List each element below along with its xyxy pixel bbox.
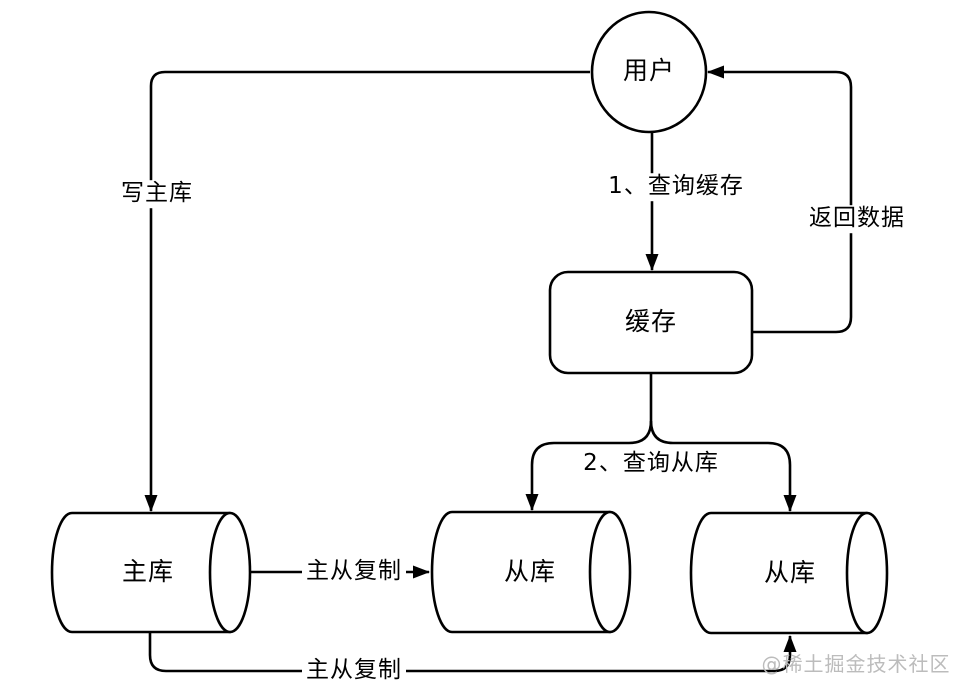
master-db-label: 主库: [121, 557, 175, 586]
master-db-cylinder: [50, 511, 232, 634]
write-master-edge-label: 写主库: [117, 180, 197, 208]
slave1-db-label: 从库: [503, 557, 557, 586]
edge-query-slave-right: [649, 420, 797, 512]
edge-replication-bottom: [148, 632, 797, 673]
slave2-db-label: 从库: [763, 558, 817, 587]
slave1-db-cylinder-cap: [588, 510, 632, 634]
replication-bottom-edge-label: 主从复制: [302, 657, 406, 685]
user-node-label: 用户: [622, 56, 676, 85]
user-circle: [590, 10, 708, 134]
watermark-text: @稀土掘金技术社区: [761, 652, 951, 676]
slave1-db-cylinder: [430, 510, 612, 634]
edge-return-data: [707, 65, 853, 334]
cache-node-label: 缓存: [624, 307, 678, 336]
master-db-cylinder-cap: [208, 511, 252, 634]
slave2-db-cylinder: [689, 511, 869, 635]
cache-box: [548, 270, 754, 375]
return-data-edge-label: 返回数据: [805, 205, 909, 233]
edge-query-slave-left: [525, 373, 653, 511]
query-slaves-edge-label: 2、查询从库: [579, 450, 723, 478]
slave2-db-cylinder-cap: [845, 511, 889, 635]
replication-mid-edge-label: 主从复制: [302, 558, 406, 586]
query-cache-edge-label: 1、查询缓存: [604, 173, 748, 201]
edge-write-master: [144, 70, 590, 512]
